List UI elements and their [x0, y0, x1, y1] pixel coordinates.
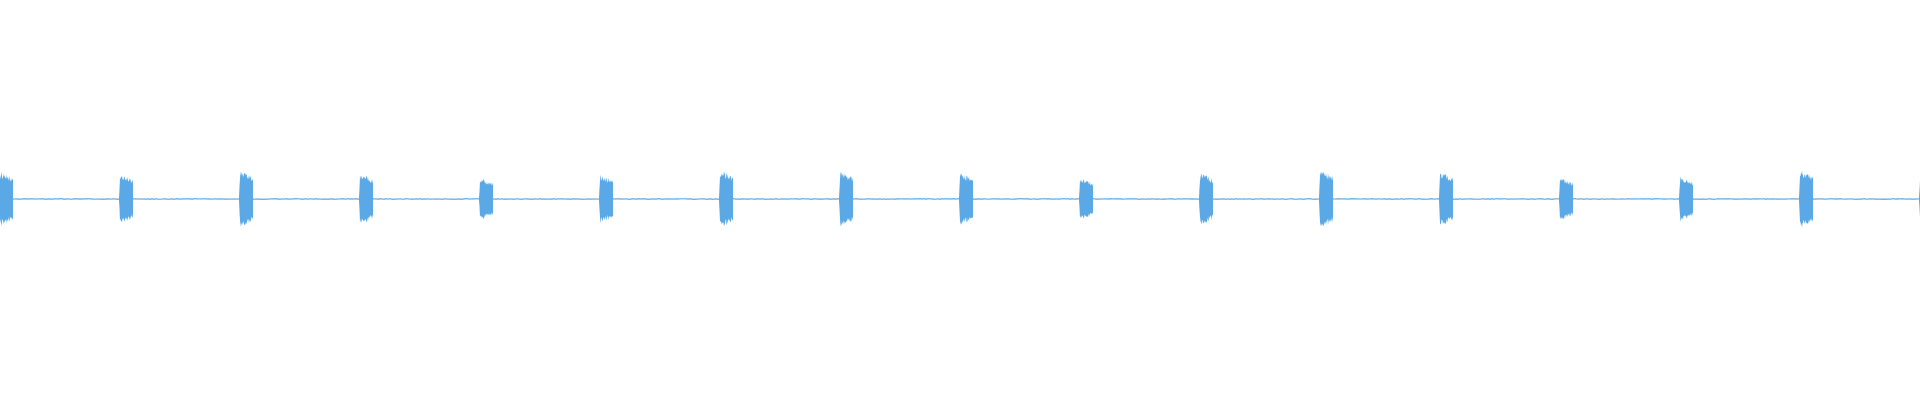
waveform-pulse: [119, 175, 133, 223]
waveform-pulse-shape: [119, 175, 133, 223]
waveform-pulse: [959, 173, 973, 225]
waveform-pulse-shape: [1439, 173, 1453, 225]
waveform-pulse-shape: [1559, 179, 1573, 219]
waveform-pulse-shape: [239, 171, 253, 227]
waveform-pulse: [719, 171, 733, 227]
waveform-pulse-shape: [959, 173, 973, 225]
waveform-pulse-shape: [479, 179, 493, 219]
waveform-pulses: [0, 170, 1920, 228]
waveform-pulse-shape: [1679, 176, 1693, 222]
waveform-pulse-shape: [599, 174, 613, 224]
waveform-pulse: [1679, 176, 1693, 222]
waveform-pulse-shape: [719, 171, 733, 227]
waveform-pulse: [1319, 171, 1333, 227]
waveform-pulse: [479, 179, 493, 219]
waveform-pulse: [1799, 170, 1813, 228]
waveform-pulse-shape: [1199, 173, 1213, 225]
waveform-pulse-shape: [1799, 170, 1813, 228]
waveform-pulse-shape: [1319, 171, 1333, 227]
waveform-pulse-shape: [0, 171, 13, 227]
waveform-pulse: [359, 175, 373, 223]
waveform-pulse: [0, 171, 13, 227]
waveform-pulse-shape: [359, 175, 373, 223]
waveform-pulse: [839, 171, 853, 227]
waveform-pulse: [239, 171, 253, 227]
waveform-pulse: [599, 174, 613, 224]
waveform-pulse-shape: [839, 171, 853, 227]
waveform-pulse: [1079, 179, 1093, 219]
waveform-pulse: [1199, 173, 1213, 225]
waveform-pulse: [1559, 179, 1573, 219]
waveform-pulse-shape: [1079, 179, 1093, 219]
waveform-pulse: [1439, 173, 1453, 225]
